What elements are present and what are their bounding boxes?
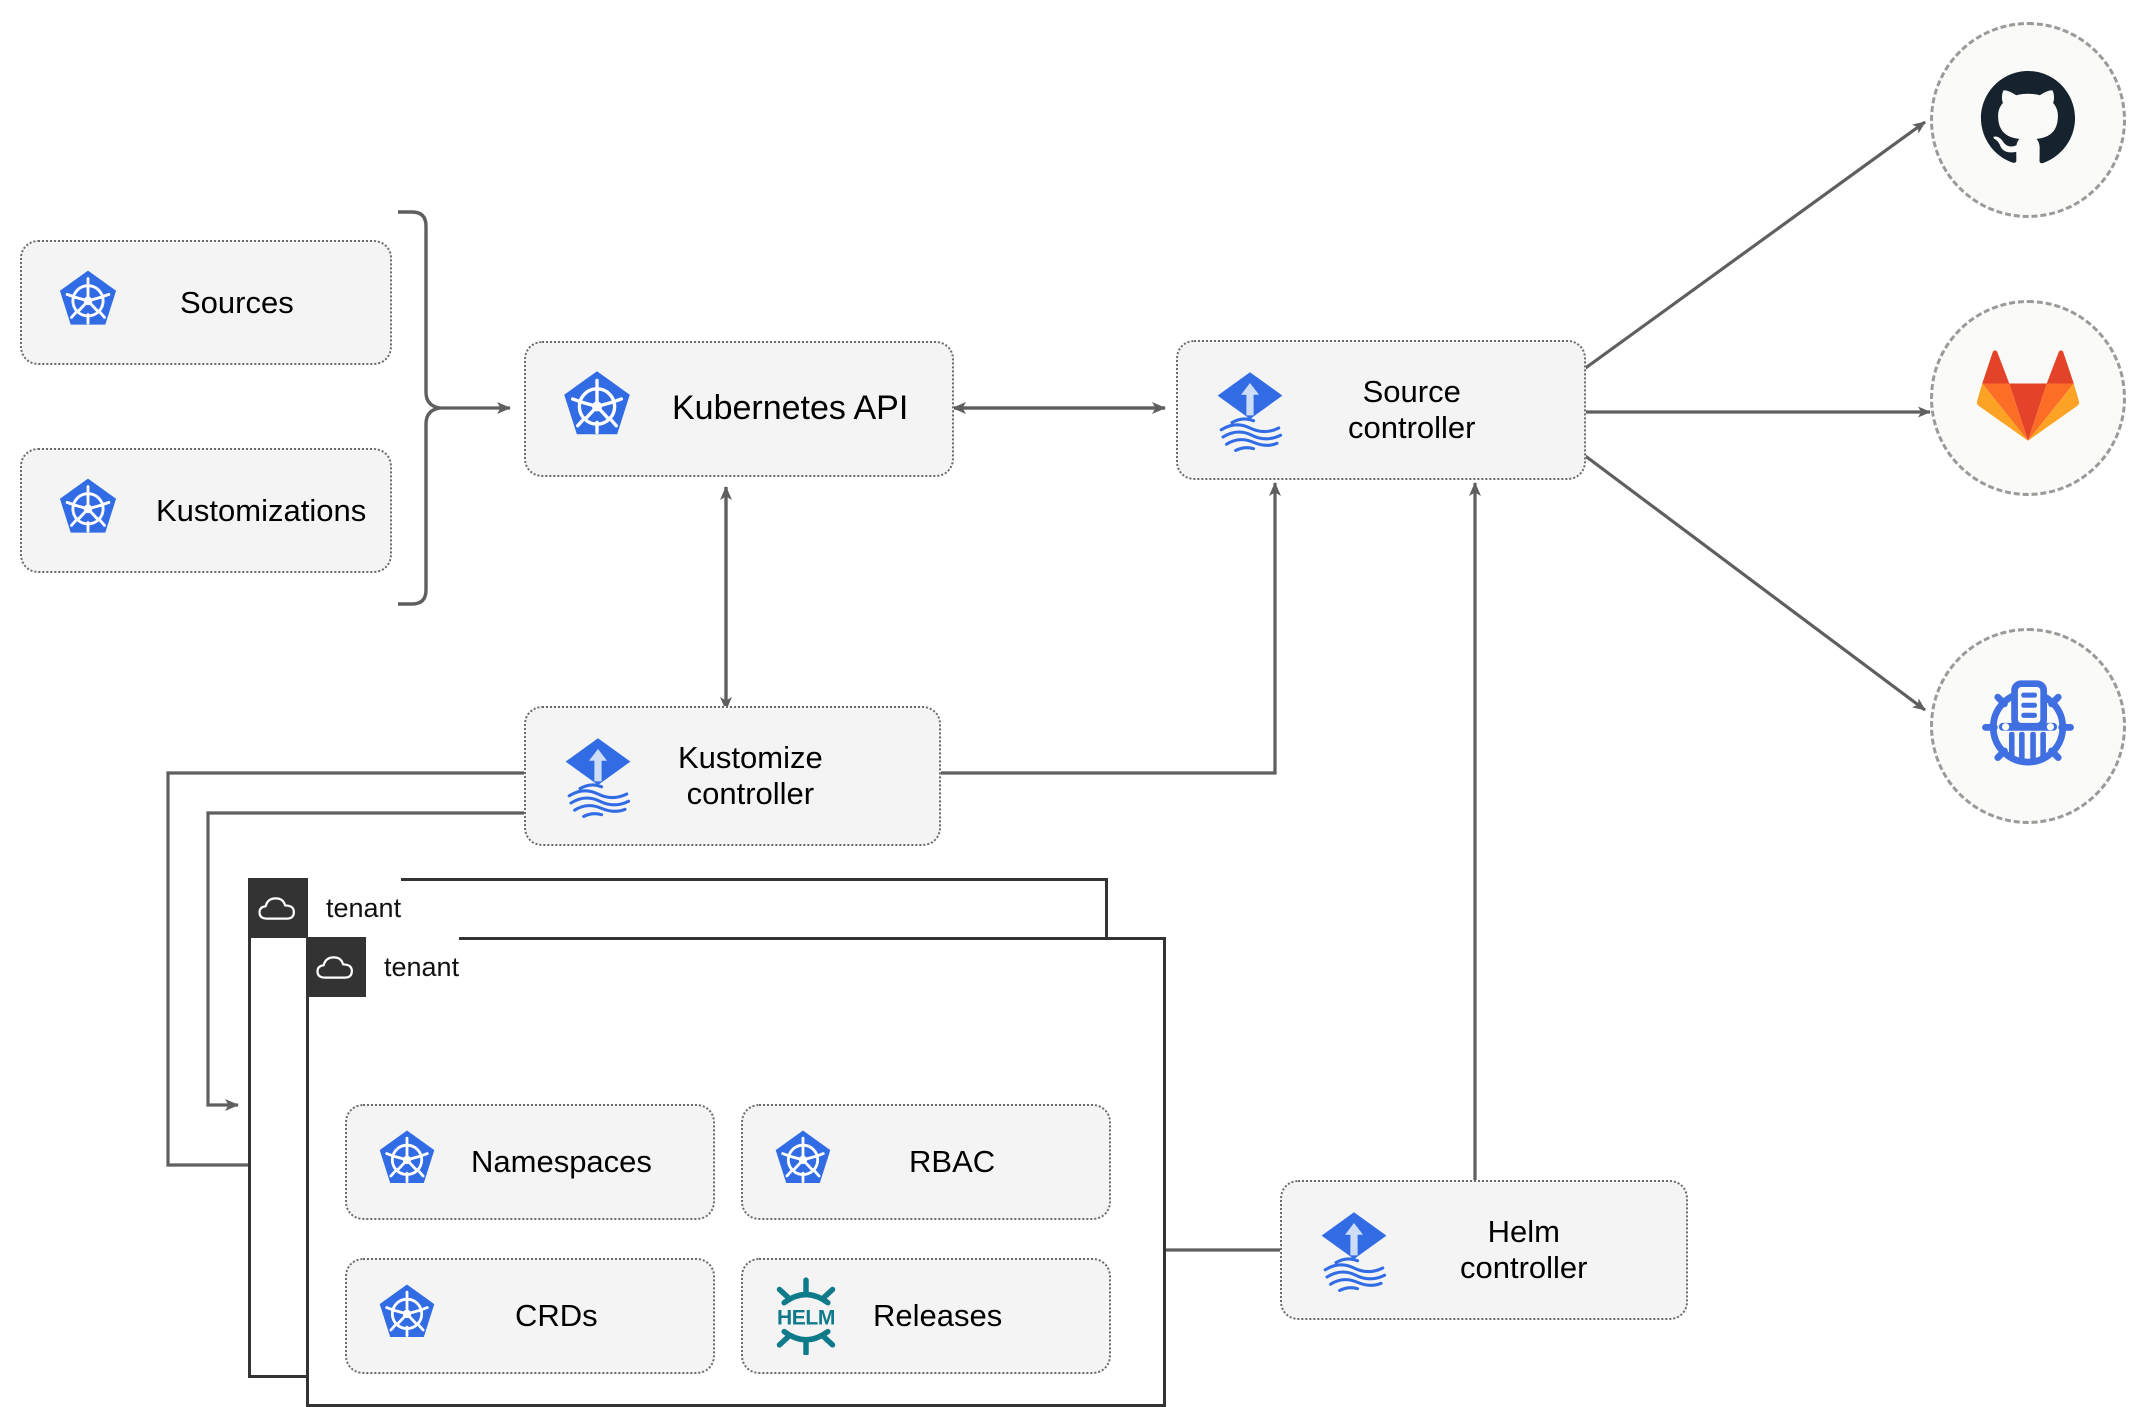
tenant-container-front[interactable]: tenant	[306, 937, 1166, 1407]
kubernetes-icon	[371, 1280, 443, 1352]
kubernetes-icon	[50, 473, 126, 549]
flux-icon	[1204, 364, 1296, 456]
tenant-label: tenant	[326, 892, 402, 923]
kubernetes-icon	[371, 1126, 443, 1198]
node-label: Namespaces	[471, 1144, 652, 1180]
node-kustomizations[interactable]: Kustomizations	[20, 448, 392, 573]
node-label: Kubernetes API	[672, 389, 909, 428]
cloud-icon	[306, 937, 366, 997]
cloud-icon	[248, 878, 308, 938]
node-releases[interactable]: HELM Releases	[741, 1258, 1111, 1374]
node-helm-controller[interactable]: Helm controller	[1280, 1180, 1688, 1320]
tenant-header: tenant	[306, 937, 460, 997]
flux-icon	[1308, 1204, 1400, 1296]
kubernetes-icon	[767, 1126, 839, 1198]
node-label: Source controller	[1348, 374, 1476, 445]
tenant-label: tenant	[384, 951, 460, 982]
provider-gitlab[interactable]	[1930, 300, 2126, 496]
github-icon	[1972, 62, 2084, 179]
node-label: RBAC	[909, 1144, 996, 1180]
node-crds[interactable]: CRDs	[345, 1258, 715, 1374]
node-label: Helm controller	[1460, 1214, 1588, 1285]
tenant-header: tenant	[248, 878, 402, 938]
node-sources[interactable]: Sources	[20, 240, 392, 365]
kubernetes-icon	[50, 265, 126, 341]
node-label: Kustomize controller	[678, 740, 823, 811]
provider-bucket[interactable]	[1930, 628, 2126, 824]
node-kubernetes-api[interactable]: Kubernetes API	[524, 341, 954, 477]
svg-text:HELM: HELM	[777, 1307, 835, 1330]
node-source-controller[interactable]: Source controller	[1176, 340, 1586, 480]
node-label: CRDs	[515, 1298, 598, 1334]
node-namespaces[interactable]: Namespaces	[345, 1104, 715, 1220]
provider-github[interactable]	[1930, 22, 2126, 218]
helm-icon: HELM	[767, 1277, 845, 1355]
kubernetes-icon	[554, 366, 640, 452]
node-kustomize-controller[interactable]: Kustomize controller	[524, 706, 941, 846]
gitlab-icon	[1976, 347, 2080, 450]
node-rbac[interactable]: RBAC	[741, 1104, 1111, 1220]
bucket-icon	[1972, 668, 2084, 785]
node-label: Releases	[873, 1298, 1003, 1334]
node-label: Kustomizations	[156, 492, 367, 528]
node-label: Sources	[180, 284, 294, 320]
flux-icon	[552, 730, 644, 822]
